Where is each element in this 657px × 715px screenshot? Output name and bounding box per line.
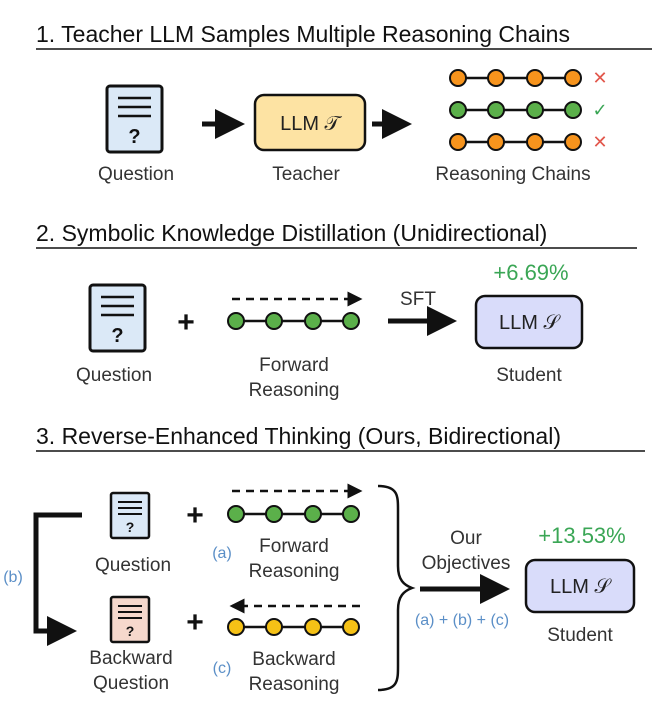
- student-llm-box: [474, 294, 584, 350]
- svg-text:?: ?: [111, 325, 123, 347]
- gain-badge: +13.53%: [538, 523, 625, 548]
- backward-question-doc-icon: ?: [109, 595, 151, 644]
- sft-label: SFT: [400, 289, 436, 310]
- forward-reasoning-chain: [227, 505, 360, 523]
- svg-text:?: ?: [126, 519, 135, 535]
- our-label: Our: [450, 528, 482, 549]
- question-doc-icon: ?: [109, 491, 151, 540]
- student-label: Student: [547, 625, 613, 646]
- question-doc-icon: ?: [105, 84, 164, 154]
- objectives-formula: (a) + (b) + (c): [415, 612, 509, 629]
- section-1: 1. Teacher LLM Samples Multiple Reasonin…: [36, 21, 652, 185]
- question-label: Question: [76, 365, 152, 386]
- chain-1-cross-icon: ✕: [592, 68, 607, 88]
- section-3-heading: 3. Reverse-Enhanced Thinking (Ours, Bidi…: [36, 423, 561, 449]
- plus-sign: +: [177, 306, 195, 339]
- reasoning-chain-1: [449, 69, 582, 87]
- svg-text:?: ?: [126, 623, 135, 639]
- reasoning-chain-3: [449, 133, 582, 151]
- section-3: 3. Reverse-Enhanced Thinking (Ours, Bidi…: [3, 423, 645, 695]
- question-to-backward-connector: [33, 512, 82, 646]
- question-label: Question: [98, 164, 174, 185]
- gain-badge: +6.69%: [493, 260, 568, 285]
- question-label: Question: [95, 555, 171, 576]
- objectives-label: Objectives: [422, 553, 511, 574]
- student-label: Student: [496, 365, 562, 386]
- reasoning-chains-label: Reasoning Chains: [435, 164, 590, 185]
- backward-label: Backward: [89, 648, 172, 669]
- grouping-brace: [377, 484, 416, 692]
- teacher-label: Teacher: [272, 164, 340, 185]
- chain-2-check-icon: ✓: [592, 100, 607, 120]
- b-tag: (b): [3, 569, 23, 586]
- plus-sign: +: [186, 606, 204, 639]
- reasoning-label: Reasoning: [249, 561, 340, 582]
- svg-text:?: ?: [128, 126, 140, 148]
- backward-reasoning-chain: [227, 618, 360, 636]
- forward-label: Forward: [259, 355, 329, 376]
- question-label: Question: [93, 673, 169, 694]
- section-1-heading: 1. Teacher LLM Samples Multiple Reasonin…: [36, 21, 570, 47]
- section-2-heading: 2. Symbolic Knowledge Distillation (Unid…: [36, 220, 547, 246]
- reasoning-label: Reasoning: [249, 380, 340, 401]
- student-llm-label: LLM 𝒮: [499, 312, 561, 334]
- student-llm-label: LLM 𝒮: [550, 576, 612, 598]
- forward-label: Forward: [259, 536, 329, 557]
- teacher-llm-box: [253, 93, 367, 152]
- question-doc-icon: ?: [88, 283, 147, 353]
- chain-3-cross-icon: ✕: [592, 132, 607, 152]
- backward-label: Backward: [252, 649, 335, 670]
- plus-sign: +: [186, 499, 204, 532]
- reasoning-label: Reasoning: [249, 674, 340, 695]
- teacher-llm-label: LLM 𝒯: [280, 113, 342, 135]
- a-tag: (a): [212, 545, 232, 562]
- section-2: 2. Symbolic Knowledge Distillation (Unid…: [36, 220, 637, 401]
- forward-reasoning-chain: [227, 312, 360, 330]
- c-tag: (c): [213, 660, 232, 677]
- student-llm-box: [524, 558, 636, 614]
- reasoning-chain-2: [449, 101, 582, 119]
